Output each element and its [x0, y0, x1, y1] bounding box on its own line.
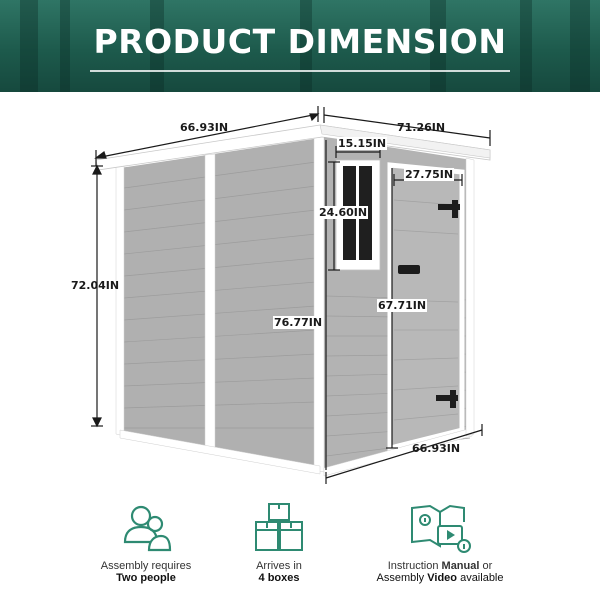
feature-line-1-pre: Instruction — [387, 560, 442, 572]
feature-manual-video: Instruction Manual or Assembly Video ava… — [340, 500, 540, 584]
feature-line-2-rest: available — [457, 572, 504, 584]
dimension-label-window-width: 15.15IN — [337, 137, 388, 150]
feature-line-1-bold: Manual — [441, 560, 480, 572]
header-banner: PRODUCT DIMENSION — [0, 0, 600, 92]
dimension-label-width: 66.93IN — [180, 121, 229, 134]
feature-assembly-people: Assembly requires Two people — [61, 500, 231, 584]
feature-line-2-bold: Two people — [116, 572, 176, 584]
dimension-label-depth: 71.26IN — [397, 121, 446, 134]
title-underline — [90, 70, 510, 72]
dimension-label-door-width: 27.75IN — [404, 168, 455, 181]
dimension-label-door-height: 67.71IN — [377, 299, 428, 312]
dimension-label-window-height: 24.60IN — [318, 206, 369, 219]
feature-boxes: Arrives in 4 boxes — [194, 500, 364, 584]
shed-roof — [95, 124, 491, 171]
feature-line-2-pre: Assembly — [376, 572, 428, 584]
dimension-label-back-height: 72.04IN — [71, 279, 120, 292]
shed-side-wall — [115, 136, 325, 475]
feature-line-1: Assembly requires — [100, 560, 192, 572]
dimension-label-front-height: 76.77IN — [273, 316, 324, 329]
people-icon — [123, 505, 172, 552]
dimension-label-bottom-depth: 66.93IN — [412, 442, 461, 455]
manual-video-icon — [411, 504, 471, 553]
dimension-lines — [91, 106, 491, 484]
feature-line-2-bold: Video — [427, 572, 458, 584]
feature-line-1-post: or — [479, 560, 493, 572]
feature-line-1: Arrives in — [256, 560, 302, 572]
boxes-icon — [255, 503, 303, 551]
page-title: PRODUCT DIMENSION — [93, 22, 507, 61]
feature-line-2-bold: 4 boxes — [258, 572, 300, 584]
